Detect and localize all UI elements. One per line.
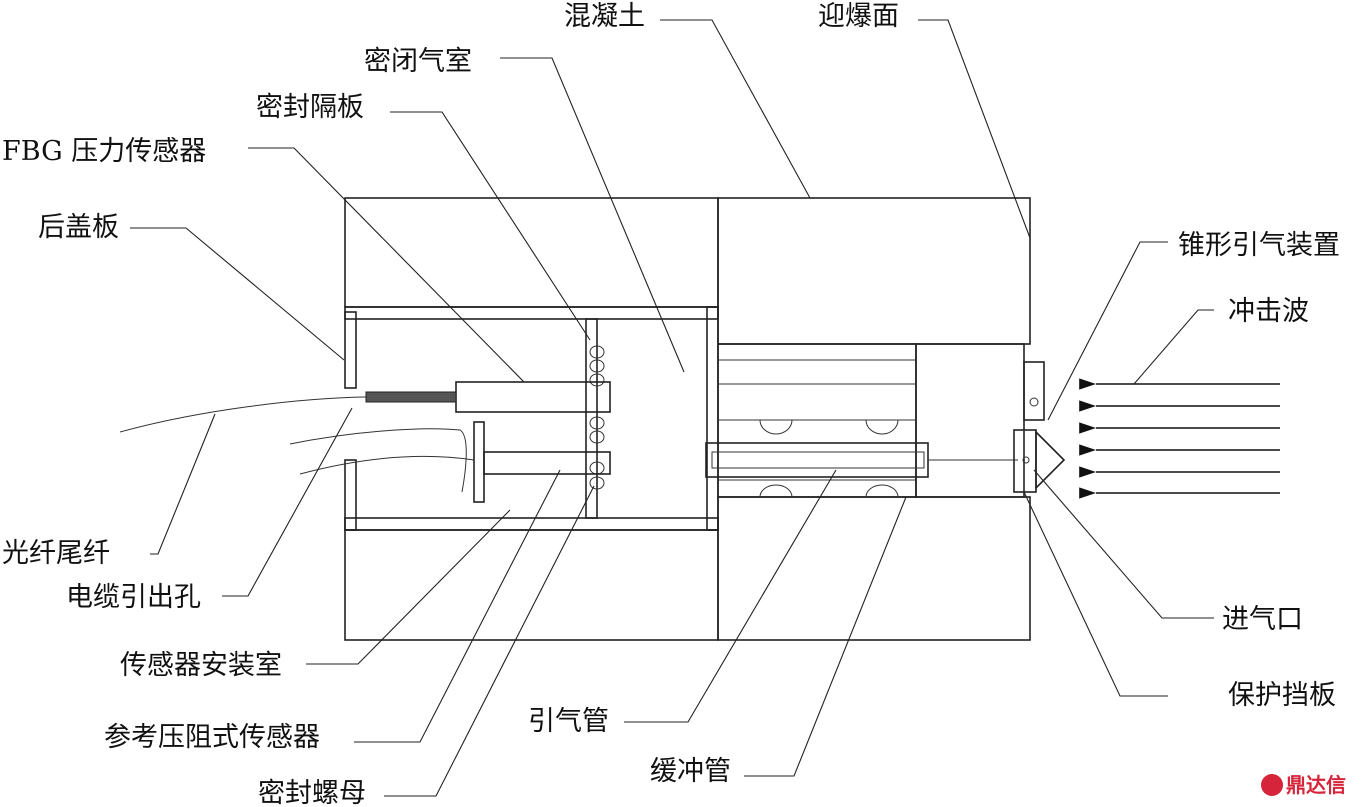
back-cover-plate <box>344 311 357 531</box>
label-cone-device: 锥形引气装置 <box>1178 230 1340 261</box>
label-sensor-room: 传感器安装室 <box>120 650 282 681</box>
piezo-sensor-body <box>473 421 611 503</box>
label-blast-face: 迎爆面 <box>818 1 899 32</box>
seal-partition <box>585 318 605 519</box>
buffer-tube <box>717 343 917 498</box>
front-plug <box>915 343 1025 498</box>
label-air-inlet: 进气口 <box>1222 604 1303 635</box>
label-seal-partition: 密封隔板 <box>256 92 364 123</box>
label-sealed-chamber: 密闭气室 <box>364 46 472 77</box>
label-seal-nut: 密封螺母 <box>258 778 366 807</box>
label-fiber-tail: 光纤尾纤 <box>2 538 110 569</box>
watermark-logo-icon <box>1261 774 1283 796</box>
protect-plate <box>1013 361 1045 493</box>
label-concrete: 混凝土 <box>564 1 645 32</box>
cone-device <box>1035 430 1066 490</box>
watermark-text: 鼎达信 <box>1286 773 1346 797</box>
label-guide-tube: 引气管 <box>528 706 609 737</box>
label-fbg-sensor: FBG 压力传感器 <box>2 136 206 167</box>
guide-tube <box>705 442 1018 478</box>
label-protect-plate: 保护挡板 <box>1228 680 1336 711</box>
label-back-cover: 后盖板 <box>38 212 119 243</box>
label-cable-hole: 电缆引出孔 <box>66 582 201 613</box>
fiber-cables <box>119 396 475 493</box>
watermark: 鼎达信 <box>1261 773 1346 797</box>
fbg-sensor-body <box>365 381 611 413</box>
label-shock-wave: 冲击波 <box>1228 296 1309 327</box>
shock-wave-arrows <box>1079 378 1280 499</box>
label-buffer-tube: 缓冲管 <box>650 756 731 787</box>
leader-lines <box>130 19 1214 797</box>
chamber-housing <box>344 306 719 531</box>
label-piezo-sensor: 参考压阻式传感器 <box>104 722 320 753</box>
